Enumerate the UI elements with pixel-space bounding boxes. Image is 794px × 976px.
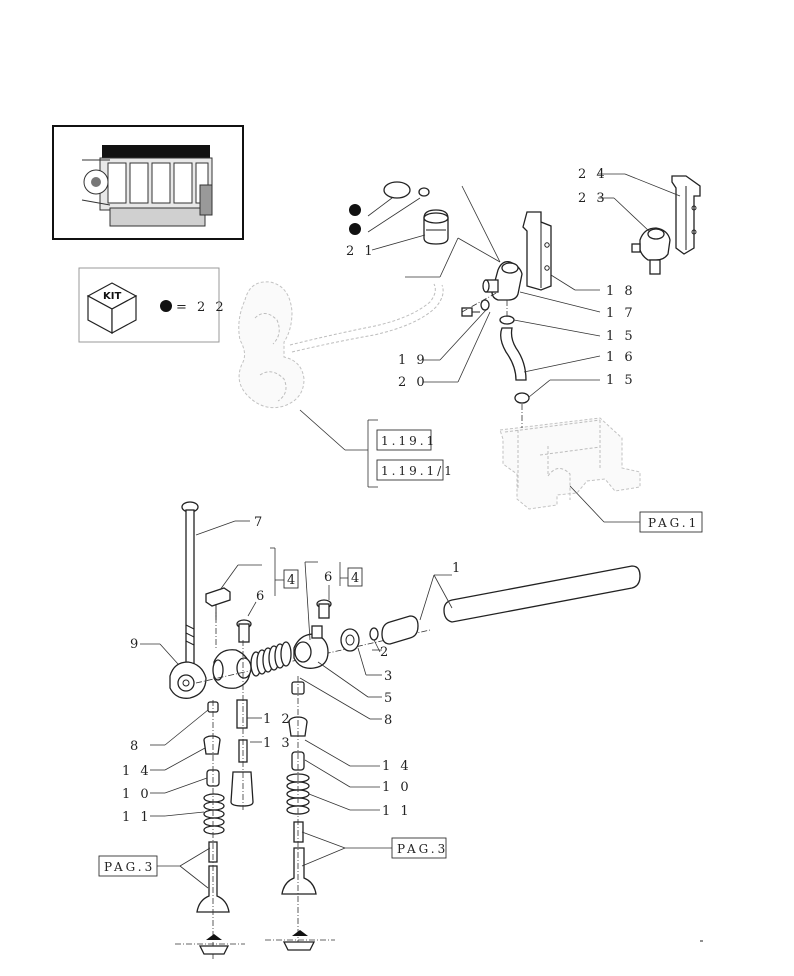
ref-box-1-19-1-1 — [376, 459, 444, 481]
callout-6-left: 6 — [256, 589, 267, 604]
side-bracket — [671, 175, 701, 255]
ref-box-1-19-1 — [376, 429, 432, 451]
callout-8-left: 8 — [130, 739, 141, 754]
ref-pag-3-right: PAG.3 — [397, 842, 448, 856]
kit-equation: = 2 2 — [176, 300, 227, 315]
callout-11-right: 1 1 — [382, 804, 412, 819]
snap-ring — [369, 627, 379, 641]
callout-10-right: 1 0 — [382, 780, 412, 795]
callout-16: 1 6 — [606, 350, 636, 365]
fuel-hose — [500, 327, 527, 381]
callout-14-left: 1 4 — [122, 764, 152, 779]
callout-8-right: 8 — [384, 713, 395, 728]
tube-left — [236, 699, 248, 729]
rocker-spring — [250, 641, 292, 677]
sleeve-left — [230, 739, 254, 807]
kit-legend: KIT = 2 2 — [78, 267, 227, 343]
rocker-arm-right — [293, 625, 329, 669]
callout-21: 2 1 — [346, 244, 376, 259]
valve-right — [281, 821, 317, 895]
o-ring-small — [418, 187, 430, 197]
kit-dot-icon-2 — [349, 223, 361, 235]
push-rod — [181, 501, 199, 666]
ref-box-4-left — [283, 569, 299, 589]
callout-15-upper: 1 5 — [606, 329, 636, 344]
ref-box-pag-1 — [639, 511, 703, 533]
callout-18: 1 8 — [606, 284, 636, 299]
callout-7: 7 — [254, 515, 265, 530]
ref-pag-1: PAG.1 — [648, 516, 699, 530]
mounting-bracket — [522, 211, 552, 291]
o-ring-large — [383, 181, 411, 199]
callout-10-left: 1 0 — [122, 787, 152, 802]
kit-label: KIT — [103, 291, 121, 302]
bolt-left — [236, 619, 252, 643]
rocker-arm-left — [169, 661, 207, 699]
shutoff-valve — [482, 261, 523, 301]
callout-15-lower: 1 5 — [606, 373, 636, 388]
rocker-shaft-bushing — [381, 615, 419, 645]
callout-12: 1 2 — [263, 712, 293, 727]
ref-box-4-right — [347, 567, 363, 587]
callout-23: 2 3 — [578, 191, 608, 206]
ref-1-19-1-1: 1.19.1/1 — [381, 464, 455, 478]
valve-retainer-left — [203, 735, 221, 755]
engine-thumbnail — [52, 125, 244, 240]
ghost-support-block — [499, 417, 641, 510]
callout-14-right: 1 4 — [382, 759, 412, 774]
pressure-regulator — [631, 227, 671, 275]
callout-5: 5 — [384, 691, 395, 706]
callout-17: 1 7 — [606, 306, 636, 321]
hose-clamp-upper — [499, 315, 515, 325]
banjo-bolt — [461, 307, 480, 317]
callout-4-left: 4 — [287, 573, 298, 588]
adjust-screw-top — [205, 587, 231, 620]
engine-illustration-icon — [81, 145, 213, 227]
callout-11-left: 1 1 — [122, 810, 152, 825]
kit-dot-icon — [160, 300, 172, 312]
callout-9: 9 — [130, 637, 141, 652]
callout-13: 1 3 — [263, 736, 293, 751]
hose-clamp-lower — [514, 392, 530, 404]
cylinder-head-hint-left — [175, 934, 245, 955]
callout-20: 2 0 — [398, 375, 428, 390]
ref-pag-3-left: PAG.3 — [104, 860, 155, 874]
callout-3: 3 — [384, 669, 395, 684]
ref-1-19-1: 1.19.1 — [381, 434, 437, 448]
callout-4-right: 4 — [351, 571, 362, 586]
callout-6-right: 6 — [324, 570, 335, 585]
filter-cup — [423, 209, 449, 245]
copper-washer — [480, 299, 490, 311]
rocker-arm-inner — [212, 649, 252, 689]
kit-dot-icon-1 — [349, 204, 361, 216]
spacer-ring — [340, 628, 360, 652]
kit-cube-icon — [86, 282, 138, 335]
callout-2: 2 — [380, 645, 391, 660]
rocker-shaft — [443, 565, 641, 623]
cylinder-head-hint-right — [265, 930, 335, 951]
valve-spring-left — [203, 793, 225, 835]
ghost-turbo-housing — [238, 281, 444, 409]
callout-19: 1 9 — [398, 353, 428, 368]
bolt-right — [316, 599, 332, 619]
callout-1: 1 — [452, 561, 463, 576]
callout-24: 2 4 — [578, 167, 608, 182]
